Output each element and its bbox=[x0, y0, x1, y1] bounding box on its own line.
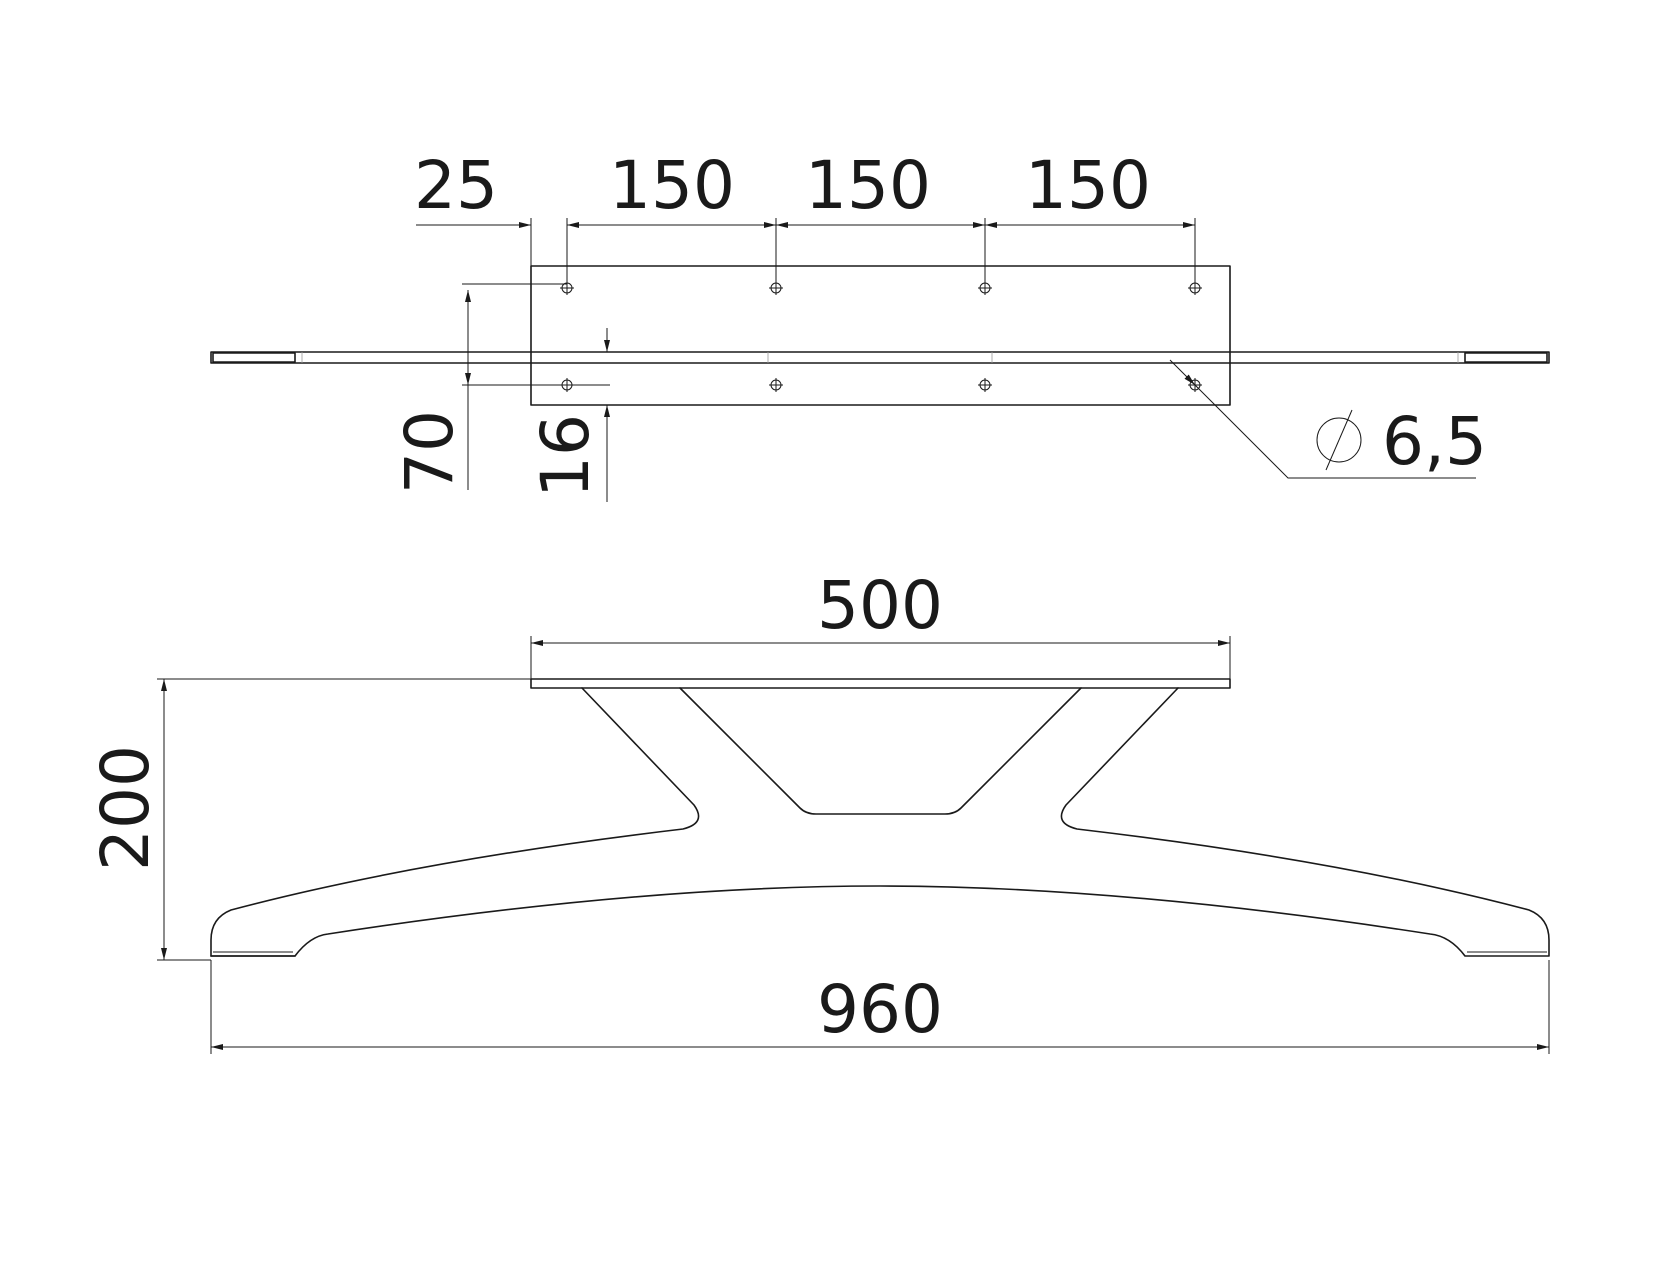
overall-length-dimension: 960 bbox=[210, 960, 1550, 1054]
hole-row-dimension: 70 bbox=[391, 283, 610, 494]
dimension-16: 16 bbox=[527, 414, 604, 498]
height-dimension: 200 bbox=[87, 678, 531, 961]
hole-diameter-callout: 6,5 bbox=[1169, 359, 1487, 480]
hole-icon bbox=[560, 281, 574, 295]
top-plate-outline bbox=[530, 678, 1231, 689]
hole-spacing-dimensions: 25 150 150 150 bbox=[414, 147, 1196, 282]
dimension-500: 500 bbox=[817, 567, 943, 644]
mounting-plate-outline bbox=[530, 265, 1231, 406]
dimension-150-second: 150 bbox=[805, 147, 931, 224]
leg-frame-outline bbox=[210, 687, 1550, 957]
dimension-200: 200 bbox=[87, 745, 164, 871]
dimension-150-first: 150 bbox=[609, 147, 735, 224]
dimension-diameter-6-5: 6,5 bbox=[1382, 403, 1487, 480]
dimension-25: 25 bbox=[414, 147, 498, 224]
hole-icon bbox=[978, 281, 992, 295]
front-view: 500 200 960 bbox=[87, 567, 1550, 1054]
dimension-150-third: 150 bbox=[1025, 147, 1151, 224]
right-foot-pad bbox=[1464, 352, 1548, 363]
diameter-symbol-icon bbox=[1316, 409, 1362, 471]
dimension-960: 960 bbox=[817, 971, 943, 1048]
base-bar-outline bbox=[210, 351, 1550, 364]
hole-icon bbox=[769, 378, 783, 392]
top-view: 25 150 150 150 70 16 bbox=[210, 147, 1550, 502]
bar-width-dimension: 16 bbox=[527, 328, 610, 502]
dimension-70: 70 bbox=[391, 410, 468, 494]
plate-length-dimension: 500 bbox=[530, 567, 1231, 679]
hole-icon bbox=[978, 378, 992, 392]
mounting-holes bbox=[560, 281, 1202, 392]
hole-icon bbox=[1188, 281, 1202, 295]
hole-icon bbox=[769, 281, 783, 295]
leg-frame-inner-cutout bbox=[679, 687, 1082, 815]
left-foot-pad bbox=[212, 352, 296, 363]
